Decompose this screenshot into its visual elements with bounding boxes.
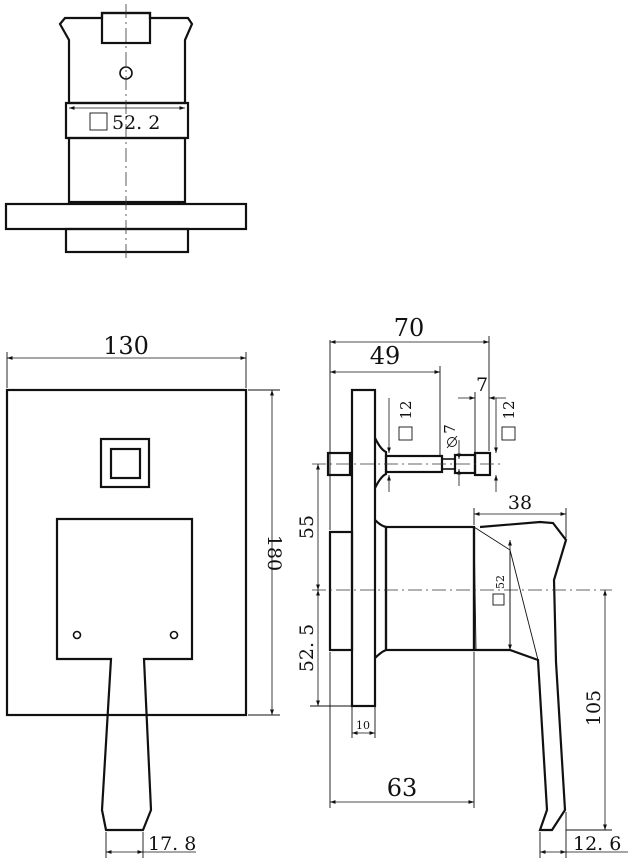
side-view-lever-handle: [472, 520, 568, 832]
side-view-upper-height-label: 55: [296, 515, 318, 539]
top-view-back-body: [64, 227, 190, 254]
side-view-diameter-symbol: [447, 437, 457, 447]
side-view-lever-tip-label: 12. 6: [573, 833, 621, 855]
front-view-diverter-knob-outer: [99, 437, 151, 489]
front-view-lever-handle: [55, 517, 194, 832]
side-view: 70 49 7 12 7 12 55 52. 5: [296, 314, 628, 858]
side-view-overall-depth-label: 70: [394, 314, 425, 342]
front-view: 130 180 17. 8: [5, 332, 285, 858]
top-view-body: [67, 136, 187, 204]
top-view-square-symbol: [89, 112, 108, 131]
side-view-diameter-slash: [446, 435, 458, 449]
side-view-stem-square-label-1: 12: [397, 400, 415, 419]
side-view-back-body: [328, 530, 354, 652]
side-view-stem-square-label-2: 12: [500, 400, 518, 419]
side-view-stem-tip-label: 7: [476, 374, 488, 396]
side-view-lever-height-label: 105: [583, 690, 605, 726]
side-view-stem-depth-label: 49: [370, 342, 401, 370]
side-view-stem-collar: [374, 437, 388, 489]
side-view-body-depth-label: 63: [387, 774, 418, 802]
side-view-plate-thickness-label: 10: [356, 719, 370, 732]
front-view-handle-offset-label: 17. 8: [148, 833, 196, 855]
side-view-stem-diameter-label: 7: [441, 424, 459, 434]
top-view: 52. 2: [4, 4, 248, 258]
side-view-lever-depth-label: 38: [508, 492, 532, 514]
front-view-diverter-knob-inner: [109, 447, 142, 480]
front-view-right-screw: [169, 630, 179, 640]
front-view-width-label: 130: [103, 332, 149, 360]
side-view-lower-height-label: 52. 5: [296, 624, 318, 672]
front-view-left-screw: [72, 630, 82, 640]
side-view-square1-symbol: [398, 426, 413, 441]
side-view-lever-square-symbol: [492, 593, 505, 606]
front-view-cover-plate: [5, 388, 248, 717]
top-view-width-label: 52. 2: [112, 112, 160, 134]
side-view-lever-square-label: 52: [494, 575, 507, 589]
side-view-body-collar: [374, 519, 388, 659]
side-view-valve-body: [384, 525, 476, 652]
side-view-cover-plate: [350, 388, 377, 708]
side-view-square2-symbol: [501, 426, 516, 441]
side-view-lever-edge: [509, 549, 539, 661]
front-view-height-label: 180: [263, 535, 285, 571]
